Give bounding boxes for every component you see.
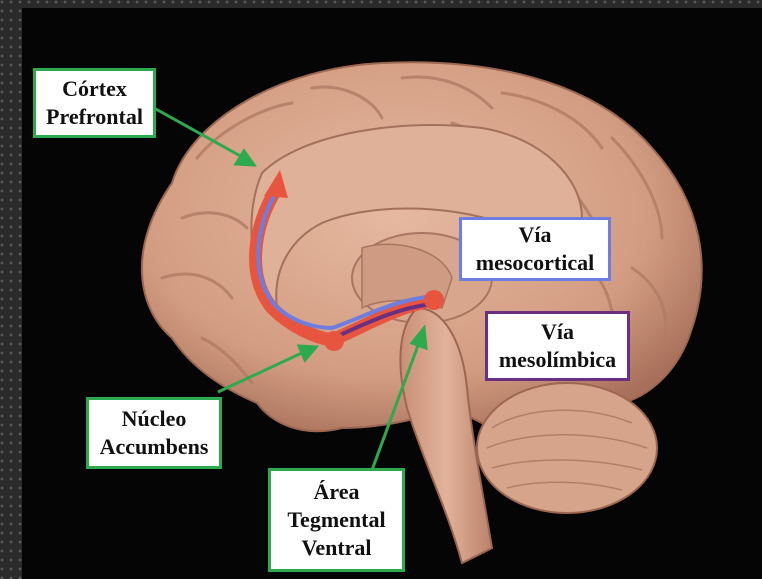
vta-dot [424, 290, 444, 310]
label-area-tegmental-ventral: Área Tegmental Ventral [268, 468, 405, 572]
label-via-mesocortical: Vía mesocortical [459, 217, 611, 281]
label-nucleo-accumbens: Núcleo Accumbens [86, 397, 222, 469]
cerebellum [477, 383, 657, 513]
label-cortex-prefrontal: Córtex Prefrontal [33, 68, 156, 138]
label-via-mesolimbica: Vía mesolímbica [485, 311, 630, 381]
nucleus-accumbens-dot [324, 331, 344, 351]
